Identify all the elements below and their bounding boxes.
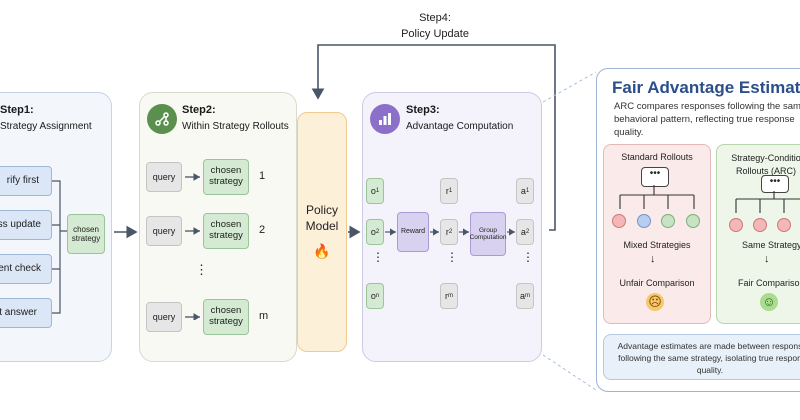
row-number: 1 xyxy=(259,170,266,182)
query-box: query xyxy=(146,302,182,332)
row-number: 2 xyxy=(259,224,266,236)
reward-label: r xyxy=(445,226,449,237)
step2-arrows xyxy=(185,173,200,320)
advantage-index: 1 xyxy=(525,187,530,194)
down-arrow-icon: ↓ xyxy=(764,253,770,265)
step2-title: Step2: xyxy=(182,104,216,116)
policy-line1: Policy xyxy=(305,203,338,217)
arc-rollouts-title: Strategy-Conditio Rollouts (ARC) xyxy=(731,153,800,176)
advantage-label: a xyxy=(519,290,525,301)
step4-title: Step4: xyxy=(419,12,451,24)
mixed-strategies-label: Mixed Strategies xyxy=(623,240,691,250)
standard-rollouts-title: Standard Rollouts xyxy=(621,152,693,162)
advantage-ellipsis: ⋮ xyxy=(522,250,534,264)
step1-title: Step1: xyxy=(0,104,34,116)
rollout-dot-green xyxy=(686,214,700,228)
output-index: 2 xyxy=(375,228,380,235)
rollout-dot-blue xyxy=(637,214,651,228)
bar-chart-icon xyxy=(379,113,391,125)
arc-tree xyxy=(735,191,800,213)
chosen-strategy-box: chosen strategy xyxy=(203,213,249,249)
policy-model xyxy=(297,112,347,352)
fair-comparison-label: Fair Comparison xyxy=(738,278,800,288)
policy-line2: Model xyxy=(305,219,339,233)
rollout-dot-green xyxy=(661,214,675,228)
speech-bubble-icon: ••• xyxy=(761,175,789,193)
arc-rollouts-box xyxy=(716,144,800,324)
reward-label: r xyxy=(445,185,449,196)
strategy-item: ess update xyxy=(0,210,52,240)
reward-label: r xyxy=(445,290,448,301)
fair-footer-box xyxy=(603,334,800,380)
output-index: 1 xyxy=(375,187,380,194)
rollout-dot-red xyxy=(612,214,626,228)
step2-ellipsis: ⋮ xyxy=(195,262,208,277)
step3-title: Step3: xyxy=(406,104,440,116)
happy-face-icon: ☺ xyxy=(760,293,778,311)
rollout-dot-red xyxy=(753,218,767,232)
rollout-dot-red xyxy=(729,218,743,232)
chosen-strategy-box: chosen strategy xyxy=(203,299,249,335)
reward-index: 1 xyxy=(448,187,453,194)
step1-chosen-strategy: chosen strategy xyxy=(67,214,105,254)
fire-icon: 🔥 xyxy=(313,243,331,259)
query-box: query xyxy=(146,162,182,192)
step3-subtitle: Advantage Computation xyxy=(406,121,514,132)
advantage-label: a xyxy=(520,185,526,196)
policy-model-label: Policy Model xyxy=(297,202,347,234)
chosen-strategy-box: chosen strategy xyxy=(203,159,249,195)
speech-bubble-icon: ••• xyxy=(641,167,669,187)
fair-footer-text: Advantage estimates are made between res… xyxy=(617,341,800,375)
step4-label: Step4: Policy Update xyxy=(380,10,490,42)
reward-index: 2 xyxy=(448,228,453,235)
unfair-comparison-label: Unfair Comparison xyxy=(619,278,695,288)
fair-title: Fair Advantage Estimatio xyxy=(612,78,800,97)
output-index: n xyxy=(375,292,380,299)
advantage-index: m xyxy=(525,292,530,299)
reward-ellipsis: ⋮ xyxy=(446,250,458,264)
output-label: o xyxy=(370,185,376,196)
group-computation-box: Group Computation xyxy=(470,212,506,256)
output-ellipsis: ⋮ xyxy=(372,250,384,264)
branch-icon xyxy=(155,112,169,126)
step1-subtitle: Strategy Assignment xyxy=(0,121,92,132)
step3-icon xyxy=(370,104,400,134)
step1-merge-lines xyxy=(52,180,68,314)
query-box: query xyxy=(146,216,182,246)
step3-arrows xyxy=(385,228,515,236)
step2-icon xyxy=(147,104,177,134)
sad-face-icon: ☹ xyxy=(646,293,664,311)
rollout-dot-red xyxy=(777,218,791,232)
strategy-item: rify first xyxy=(0,166,52,196)
advantage-label: a xyxy=(520,226,526,237)
down-arrow-icon: ↓ xyxy=(650,253,656,265)
same-strategy-label: Same Strategy xyxy=(742,240,800,250)
strategy-item: ct answer xyxy=(0,298,52,328)
step2-subtitle: Within Strategy Rollouts xyxy=(182,121,289,132)
output-label: o xyxy=(370,290,376,301)
standard-tree xyxy=(619,185,695,209)
step4-subtitle: Policy Update xyxy=(401,28,469,40)
output-label: o xyxy=(370,226,376,237)
row-number: m xyxy=(259,310,269,322)
reward-index: m xyxy=(448,292,453,299)
fair-description: ARC compares responses following the sam… xyxy=(614,101,800,138)
strategy-item: ment check xyxy=(0,254,52,284)
advantage-index: 2 xyxy=(525,228,530,235)
reward-box: Reward xyxy=(397,212,429,252)
